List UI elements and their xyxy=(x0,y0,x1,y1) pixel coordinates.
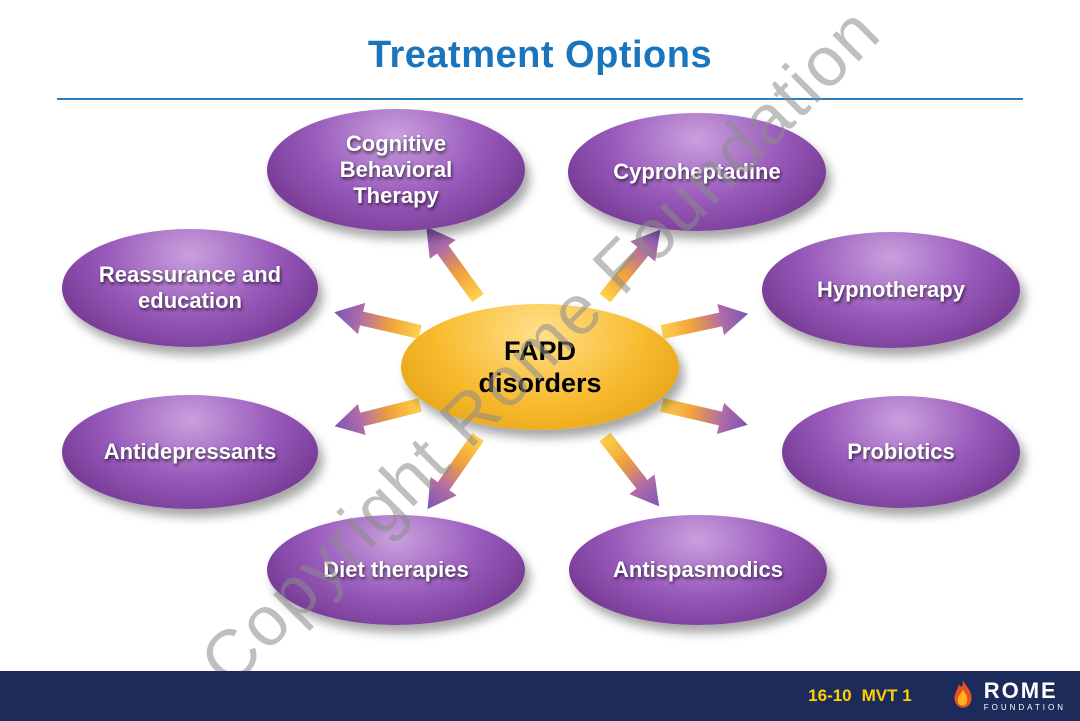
arrow-to-reassurance xyxy=(334,302,422,339)
node-cognitive-behavioral-therapy: Cognitive Behavioral Therapy xyxy=(267,109,525,231)
slide-code: 16-10 xyxy=(808,686,852,705)
arrow-to-cyproheptadine xyxy=(599,229,661,303)
node-diet-therapies: Diet therapies xyxy=(267,515,525,625)
arrow-to-antidepressants xyxy=(334,398,422,436)
node-label: Cognitive Behavioral Therapy xyxy=(339,131,453,208)
logo-text: ROME FOUNDATION xyxy=(984,680,1066,712)
arrow-to-hypnotherapy xyxy=(660,303,749,339)
footer-codes: 16-10 MVT 1 xyxy=(808,686,912,706)
arrow-to-antispasmodics xyxy=(599,432,660,507)
center-node-line1: FAPD xyxy=(503,335,576,366)
flame-icon xyxy=(954,680,972,708)
center-node-line2: disorders xyxy=(478,368,602,398)
node-antidepressants: Antidepressants xyxy=(62,395,318,509)
node-reassurance-and-education: Reassurance and education xyxy=(62,229,318,347)
center-node-label: FAPD disorders xyxy=(478,335,601,400)
footer-bar: 16-10 MVT 1 ROME FOUNDATION xyxy=(0,671,1080,721)
node-cyproheptadine: Cyproheptadine xyxy=(568,113,826,231)
node-hypnotherapy: Hypnotherapy xyxy=(762,232,1020,348)
node-label: Reassurance and education xyxy=(98,262,282,313)
node-label: Antispasmodics xyxy=(613,557,783,583)
node-label: Antidepressants xyxy=(103,439,277,465)
arrow-to-probiotics xyxy=(660,398,748,435)
node-label: Hypnotherapy xyxy=(817,277,965,303)
arrow-to-cognitive xyxy=(426,226,484,303)
slide-title: Treatment Options xyxy=(367,34,713,76)
logo-main-text: ROME xyxy=(983,678,1058,703)
rome-foundation-logo: ROME FOUNDATION xyxy=(950,679,1066,713)
node-label: Probiotics xyxy=(847,439,955,465)
deck-code: MVT 1 xyxy=(861,686,912,705)
node-fapd-disorders: FAPD disorders xyxy=(401,304,679,430)
logo-sub-text: FOUNDATION xyxy=(983,703,1066,712)
node-probiotics: Probiotics xyxy=(782,396,1020,508)
title-divider xyxy=(57,98,1023,100)
arrow-to-diet xyxy=(427,432,484,510)
node-antispasmodics: Antispasmodics xyxy=(569,515,827,625)
node-label: Diet therapies xyxy=(323,557,469,583)
node-label: Cyproheptadine xyxy=(613,159,781,185)
